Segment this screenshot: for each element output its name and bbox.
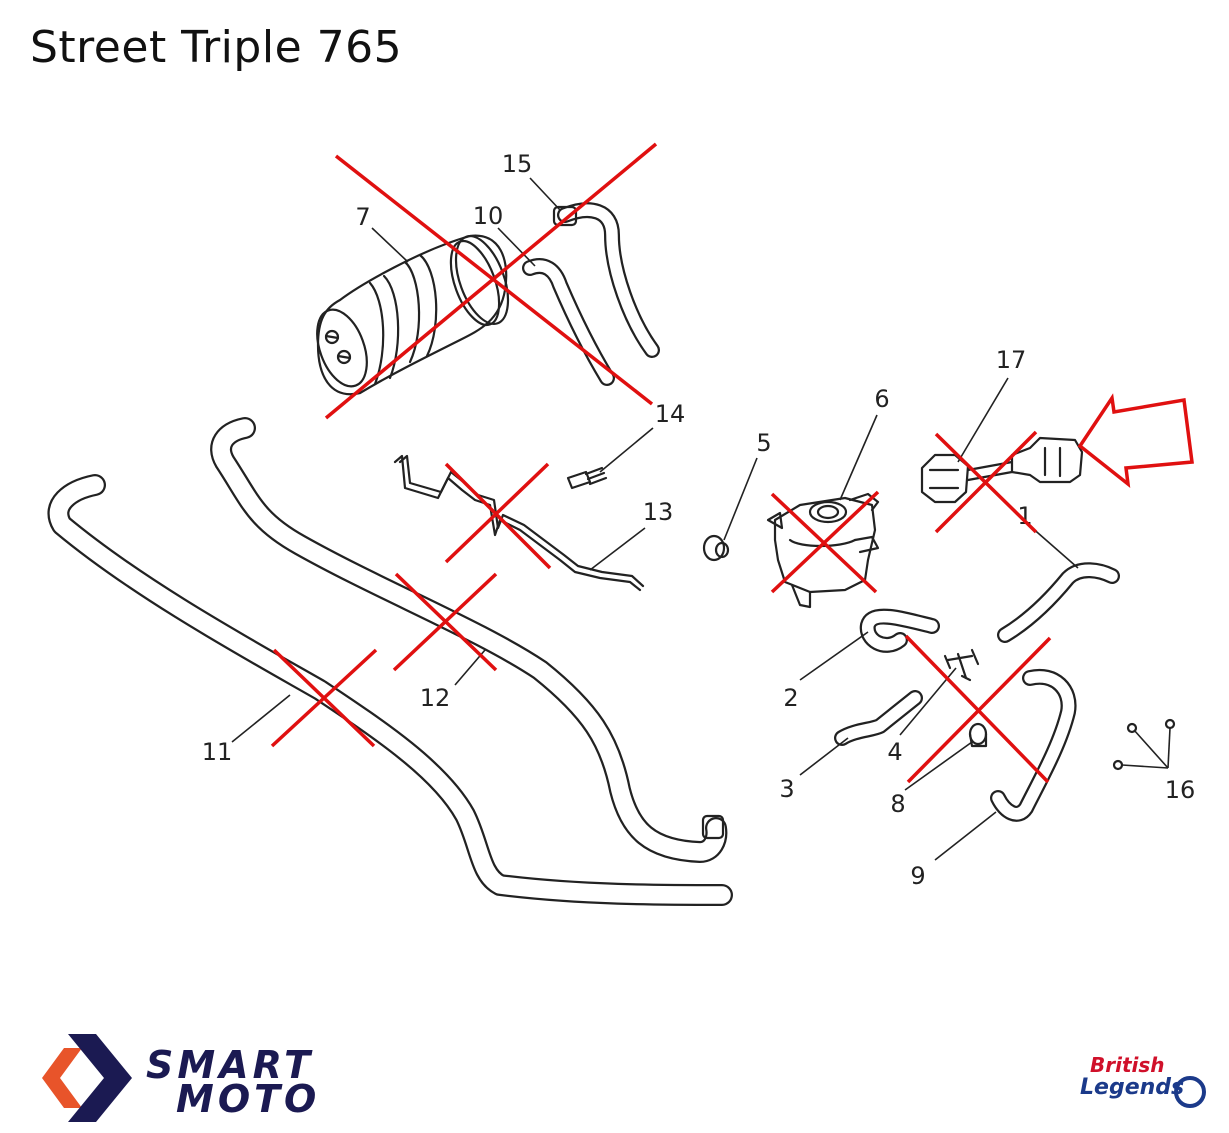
logo-wheel-icon bbox=[1174, 1076, 1206, 1108]
diagram-title: Street Triple 765 bbox=[30, 22, 403, 73]
callout-11: 11 bbox=[202, 738, 233, 766]
canister-part-7 bbox=[316, 234, 510, 396]
callout-7: 7 bbox=[355, 203, 370, 231]
hose-part-12 bbox=[210, 417, 728, 863]
callout-8: 8 bbox=[890, 790, 905, 818]
hose-part-11 bbox=[47, 474, 733, 906]
hose-part-3 bbox=[834, 690, 923, 746]
smartmoto-chevron-orange bbox=[42, 1048, 82, 1108]
tfitting-part-4 bbox=[943, 648, 980, 682]
british-legends-text-legends: Legends bbox=[1080, 1075, 1184, 1100]
callout-10: 10 bbox=[473, 202, 504, 230]
connector-part-17 bbox=[920, 436, 1084, 504]
smartmoto-chevron-navy bbox=[68, 1034, 132, 1122]
callout-5: 5 bbox=[756, 429, 771, 457]
hose-part-2 bbox=[859, 608, 940, 653]
grommet-part-5 bbox=[702, 534, 730, 562]
red-cross-marks bbox=[270, 142, 1052, 784]
cross-mark-hose-12 bbox=[392, 572, 498, 672]
callout-4: 4 bbox=[887, 738, 902, 766]
callout-16: 16 bbox=[1165, 776, 1196, 804]
nuts-part-16 bbox=[1112, 718, 1176, 771]
hose-part-10 bbox=[522, 258, 615, 386]
cross-mark-canister bbox=[324, 142, 658, 420]
callout-3: 3 bbox=[779, 775, 794, 803]
british-legends-text-british: British bbox=[1090, 1053, 1165, 1077]
cross-mark-valve bbox=[770, 490, 880, 594]
callout-9: 9 bbox=[910, 862, 925, 890]
hose-part-1 bbox=[997, 562, 1120, 643]
highlight-arrow bbox=[1077, 393, 1194, 489]
cross-mark-hose-9 bbox=[904, 634, 1052, 784]
cross-mark-hose-11 bbox=[270, 648, 378, 748]
hose-part-9 bbox=[990, 668, 1077, 822]
hose-part-15 bbox=[552, 202, 660, 358]
smartmoto-text-moto: MOTO bbox=[176, 1077, 320, 1121]
cross-mark-connector bbox=[934, 430, 1038, 534]
smartmoto-logo: SMART MOTO bbox=[42, 1034, 320, 1122]
valve-part-6 bbox=[766, 492, 880, 609]
callout-14: 14 bbox=[655, 400, 686, 428]
callout-12: 12 bbox=[420, 684, 451, 712]
callouts: 15 7 10 14 13 5 6 17 1 2 3 4 8 9 16 12 1… bbox=[202, 150, 1196, 890]
bracket-part-13 bbox=[393, 454, 645, 592]
cross-mark-bracket bbox=[444, 462, 552, 570]
bolt-part-14 bbox=[566, 466, 608, 490]
ring-part-8 bbox=[968, 722, 988, 748]
smartmoto-text-smart: SMART bbox=[146, 1043, 314, 1087]
callout-6: 6 bbox=[874, 385, 889, 413]
callout-17: 17 bbox=[996, 346, 1027, 374]
callout-2: 2 bbox=[783, 684, 798, 712]
callout-13: 13 bbox=[643, 498, 674, 526]
callout-15: 15 bbox=[502, 150, 533, 178]
british-legends-logo: British Legends bbox=[1080, 1053, 1206, 1108]
